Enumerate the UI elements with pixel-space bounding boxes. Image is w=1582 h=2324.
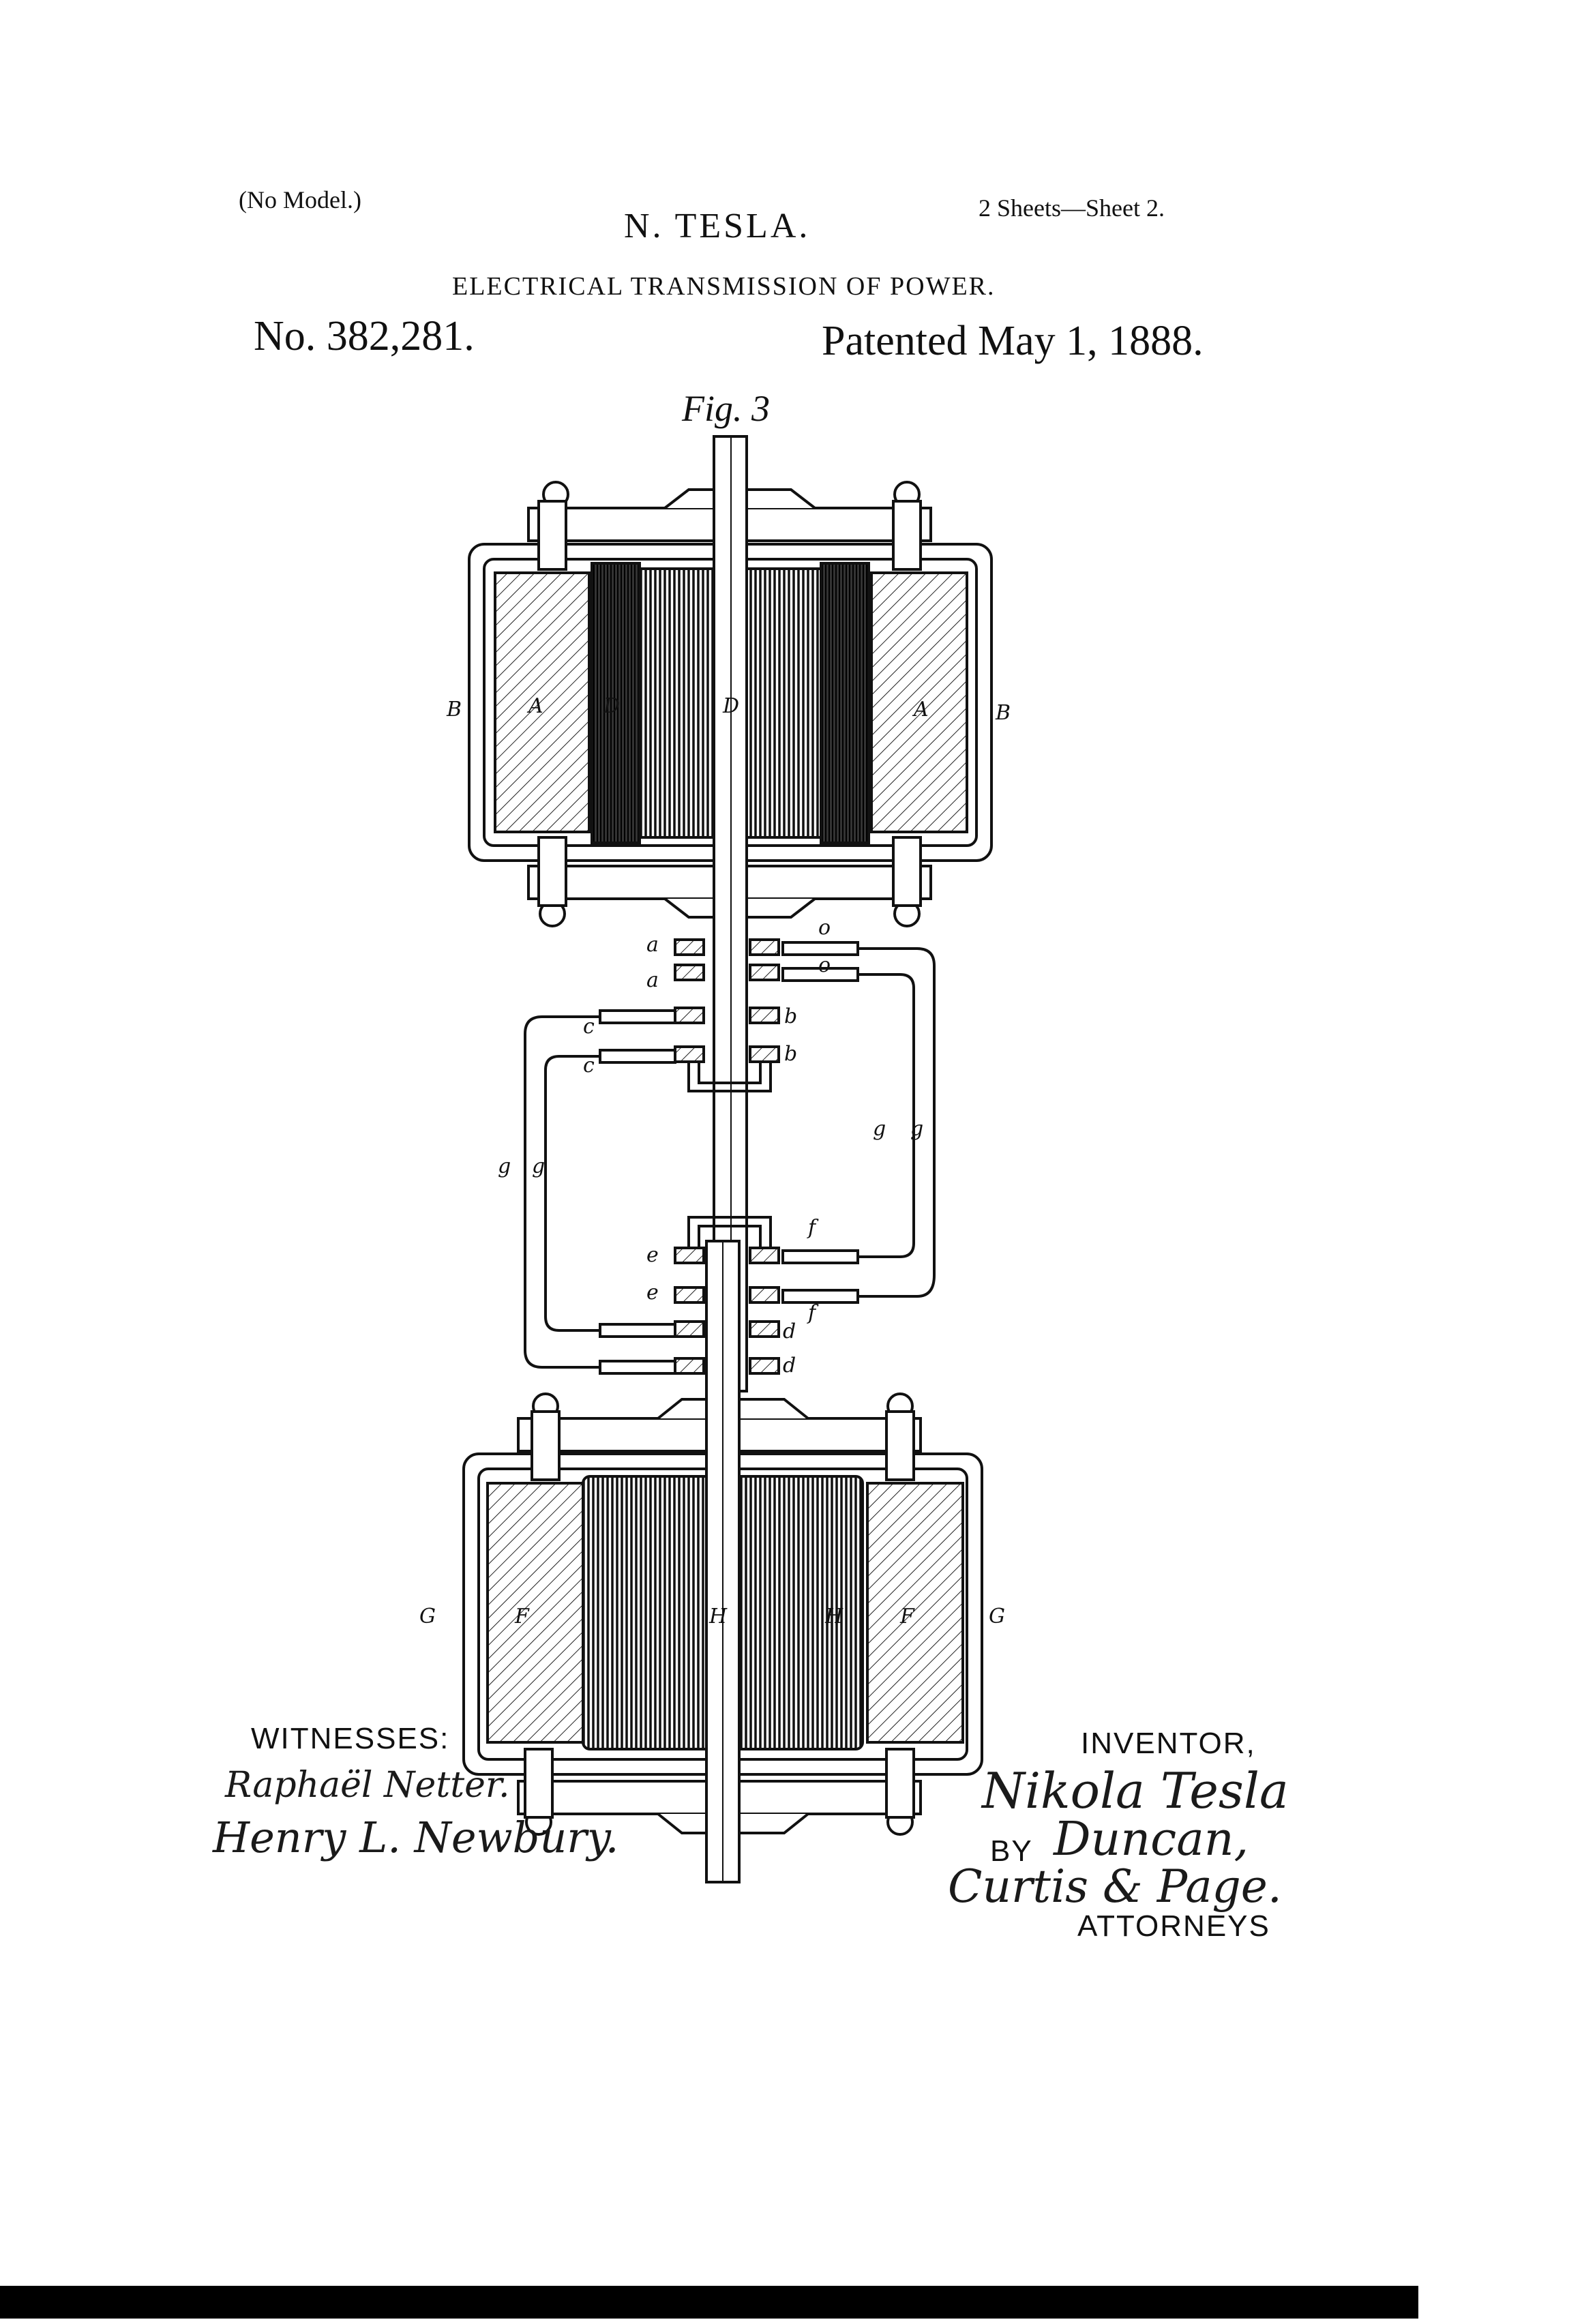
witness-signature-2: Henry L. Newbury.	[213, 1813, 619, 1862]
lower-field-magnet-left	[486, 1482, 586, 1744]
label-G-left: G	[419, 1605, 436, 1628]
label-o-1: o	[818, 916, 831, 940]
label-H-right: H	[824, 1605, 844, 1628]
attorney-signature-2: Curtis & Page.	[948, 1860, 1282, 1913]
by-label: BY	[990, 1834, 1033, 1868]
patent-title: ELECTRICAL TRANSMISSION OF POWER.	[452, 272, 996, 301]
label-c-1: c	[583, 1015, 595, 1039]
label-A-right: A	[912, 698, 929, 721]
conductor-g-right-inner	[858, 973, 915, 1258]
label-H-center: H	[708, 1605, 728, 1628]
patent-number: No. 382,281.	[254, 313, 475, 359]
label-g-4: g	[532, 1154, 545, 1178]
label-g-2: g	[910, 1117, 923, 1141]
label-A-left: A	[526, 694, 543, 718]
conductor-g-left-inner	[544, 1055, 600, 1332]
label-c-2: c	[583, 1054, 595, 1077]
label-g-1: g	[873, 1117, 886, 1141]
label-d-2: d	[783, 1354, 796, 1377]
lower-field-magnet-right	[866, 1482, 964, 1744]
attorney-signature-1: Duncan,	[1054, 1813, 1249, 1866]
label-a-2: a	[646, 968, 659, 992]
figure-label: Fig. 3	[682, 388, 770, 429]
upper-armature-right-band	[820, 562, 870, 844]
label-F-left: F	[514, 1605, 530, 1628]
label-f-2: f	[807, 1301, 819, 1325]
label-o-2: o	[818, 953, 831, 977]
upper-field-magnet-right	[870, 571, 968, 833]
label-e-1: e	[646, 1243, 659, 1267]
label-d-1: d	[783, 1320, 796, 1343]
witness-signature-1: Raphaël Netter.	[225, 1765, 510, 1806]
sheet-number: 2 Sheets—Sheet 2.	[979, 194, 1165, 222]
conductor-g-left-outer	[524, 1015, 600, 1369]
label-G-right: G	[989, 1605, 1005, 1628]
attorneys-label: ATTORNEYS	[1077, 1909, 1270, 1943]
conductor-g-right-outer	[858, 947, 936, 1298]
inventor-name-heading: N. TESLA.	[624, 207, 811, 245]
inventor-label: INVENTOR,	[1081, 1727, 1256, 1760]
label-a-1: a	[646, 933, 659, 957]
label-B-left: B	[446, 698, 462, 721]
label-b-1: b	[784, 1004, 797, 1028]
label-D-left: D	[603, 694, 620, 718]
no-model-note: (No Model.)	[239, 186, 361, 213]
label-e-2: e	[646, 1281, 659, 1305]
patented-date: Patented May 1, 1888.	[822, 318, 1204, 364]
label-F-right: F	[899, 1605, 915, 1628]
label-f-1: f	[807, 1216, 819, 1240]
label-b-2: b	[784, 1042, 797, 1066]
witnesses-label: WITNESSES:	[251, 1722, 450, 1755]
upper-armature-left-band	[591, 562, 641, 844]
label-B-right: B	[995, 701, 1011, 725]
upper-field-magnet-left	[494, 571, 591, 833]
label-g-3: g	[498, 1154, 511, 1178]
scan-border-bar	[0, 2286, 1418, 2319]
label-D-center: D	[722, 694, 739, 718]
inventor-signature: Nikola Tesla	[982, 1762, 1289, 1819]
